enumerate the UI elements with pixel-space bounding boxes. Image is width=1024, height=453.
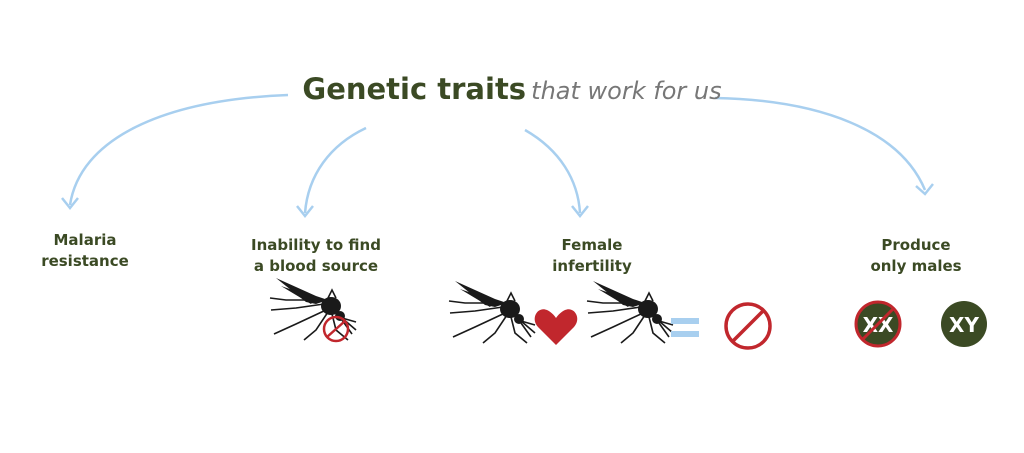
title-bold: Genetic traits [302,72,527,106]
title-italic: that work for us [531,77,722,105]
xx-chromosome-crossed-icon: XX [854,300,902,348]
svg-text:XY: XY [949,313,979,337]
heart-icon [534,309,578,345]
arrow-infertility [524,128,582,214]
xy-chromosome-icon: XY [941,301,987,347]
equals-icon [671,318,699,337]
mosquito-icon [586,280,674,344]
arrow-malaria [68,93,289,206]
arrow-males [714,96,927,191]
page-title: Genetic traits that work for us [0,72,1024,106]
mosquito-icon [269,277,357,341]
no-sign-icon [724,302,772,350]
mosquito-icon [448,280,536,344]
arrow-blood [303,126,367,214]
no-sign-icon [322,315,350,343]
